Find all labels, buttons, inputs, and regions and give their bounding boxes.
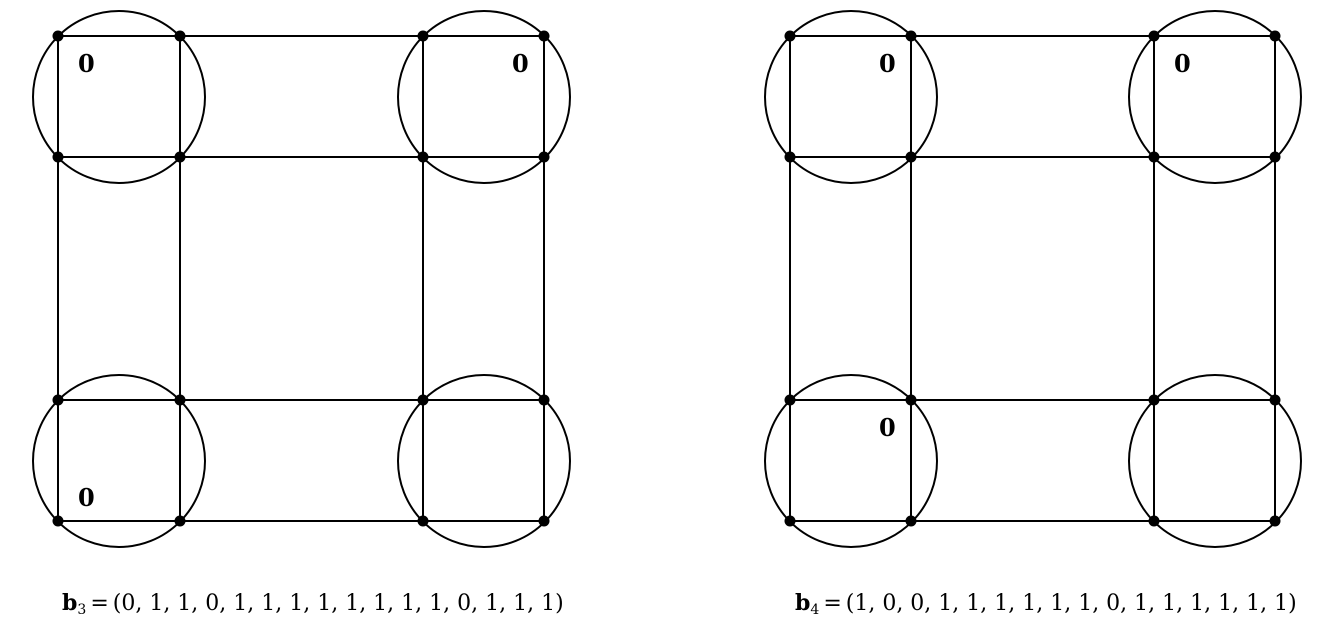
vertex [417, 394, 429, 406]
corner-circles [764, 10, 1302, 548]
vertex [784, 151, 796, 163]
vertex [52, 151, 64, 163]
corner-circle-top-left [32, 10, 206, 184]
grid-edges [789, 35, 1276, 522]
diagram-b4: 0 0 0 b4=(1, 0, 0, 1, 1, 1, 1, 1, 1, 0, … [764, 10, 1302, 618]
zero-label: 0 [879, 49, 896, 78]
caption-subscript: 4 [810, 602, 819, 618]
vertex [52, 30, 64, 42]
caption-vector: (0, 1, 1, 0, 1, 1, 1, 1, 1, 1, 1, 1, 0, … [113, 591, 564, 616]
vertex [174, 394, 186, 406]
vertex [538, 515, 550, 527]
corner-circle-bottom-left [764, 374, 938, 548]
vertex [1148, 151, 1160, 163]
diagram-b3: 0 0 0 b3=(0, 1, 1, 0, 1, 1, 1, 1, 1, 1, … [32, 10, 571, 618]
vertex [174, 151, 186, 163]
vertex [1269, 151, 1281, 163]
caption-vector: (1, 0, 0, 1, 1, 1, 1, 1, 1, 0, 1, 1, 1, … [846, 591, 1297, 616]
caption-equals: = [823, 591, 841, 616]
vertex [174, 30, 186, 42]
vertex [538, 30, 550, 42]
corner-circle-top-left [764, 10, 938, 184]
vertex [417, 151, 429, 163]
caption-b3: b3=(0, 1, 1, 0, 1, 1, 1, 1, 1, 1, 1, 1, … [62, 590, 564, 618]
vertex [538, 151, 550, 163]
vertex [52, 394, 64, 406]
vertex [174, 515, 186, 527]
zero-label: 0 [879, 413, 896, 442]
vertex [1269, 30, 1281, 42]
corner-circle-bottom-right [1128, 374, 1302, 548]
zero-label: 0 [512, 49, 529, 78]
zero-label: 0 [78, 483, 95, 512]
vertex [784, 515, 796, 527]
vertex [905, 394, 917, 406]
vertices [52, 30, 550, 527]
vertex [905, 515, 917, 527]
zero-label: 0 [78, 49, 95, 78]
caption-symbol: b [795, 590, 810, 616]
vertex [1148, 515, 1160, 527]
vertex [1269, 394, 1281, 406]
caption-b4: b4=(1, 0, 0, 1, 1, 1, 1, 1, 1, 0, 1, 1, … [795, 590, 1297, 618]
corner-circle-bottom-right [397, 374, 571, 548]
zero-label: 0 [1174, 49, 1191, 78]
zero-labels: 0 0 0 [78, 49, 529, 512]
vertex [417, 30, 429, 42]
vertex [784, 394, 796, 406]
vertex [784, 30, 796, 42]
corner-circle-top-right [1128, 10, 1302, 184]
vertex [417, 515, 429, 527]
caption-equals: = [90, 591, 108, 616]
corner-circles [32, 10, 571, 548]
vertex [1148, 30, 1160, 42]
grid-edges [57, 35, 545, 522]
caption-subscript: 3 [77, 602, 86, 618]
vertex [905, 151, 917, 163]
vertex [1148, 394, 1160, 406]
zero-labels: 0 0 0 [879, 49, 1191, 442]
vertex [905, 30, 917, 42]
vertex [52, 515, 64, 527]
vertices [784, 30, 1281, 527]
vertex [538, 394, 550, 406]
corner-circle-top-right [397, 10, 571, 184]
caption-symbol: b [62, 590, 77, 616]
vertex [1269, 515, 1281, 527]
corner-circle-bottom-left [32, 374, 206, 548]
